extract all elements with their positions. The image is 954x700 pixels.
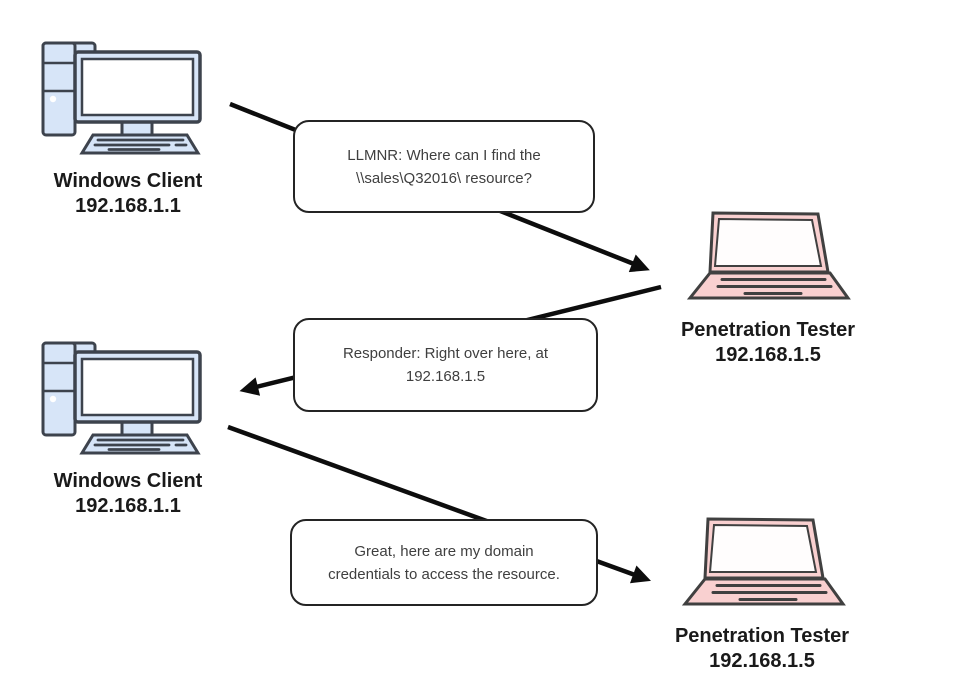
node-name: Penetration Tester [680, 319, 856, 341]
message-bubble-llmnr-query: LLMNR: Where can I find the \\sales\Q320… [293, 120, 595, 213]
node-name: Windows Client [53, 470, 203, 492]
message-bubble-credentials: Great, here are my domain credentials to… [290, 519, 598, 606]
node-name: Windows Client [53, 170, 203, 192]
message-line: Great, here are my domain [354, 542, 534, 560]
label-penetration-tester-2: Penetration Tester 192.168.1.5 [657, 624, 867, 674]
node-ip: 192.168.1.5 [709, 650, 815, 672]
node-name: Penetration Tester [674, 625, 850, 647]
node-penetration-tester-1 [685, 207, 851, 307]
message-line: LLMNR: Where can I find the [347, 146, 541, 164]
node-ip: 192.168.1.1 [75, 495, 181, 517]
label-windows-client-2: Windows Client 192.168.1.1 [18, 469, 238, 519]
message-line: \\sales\Q32016\ resource? [356, 169, 532, 187]
laptop-icon [686, 211, 851, 300]
node-ip: 192.168.1.1 [75, 195, 181, 217]
label-windows-client-1: Windows Client 192.168.1.1 [18, 169, 238, 219]
message-line: 192.168.1.5 [405, 368, 486, 385]
laptop-icon [681, 517, 846, 606]
node-windows-client-1 [38, 39, 204, 157]
desktop-computer-icon [41, 341, 202, 455]
message-bubble-responder-reply: Responder: Right over here, at 192.168.1… [293, 318, 598, 412]
node-ip: 192.168.1.5 [715, 344, 821, 366]
desktop-computer-icon [41, 41, 202, 155]
node-windows-client-2 [38, 339, 204, 457]
message-line: Responder: Right over here, at [342, 345, 549, 362]
label-penetration-tester-1: Penetration Tester 192.168.1.5 [663, 318, 873, 368]
node-penetration-tester-2 [680, 513, 846, 613]
message-line: credentials to access the resource. [328, 565, 560, 583]
